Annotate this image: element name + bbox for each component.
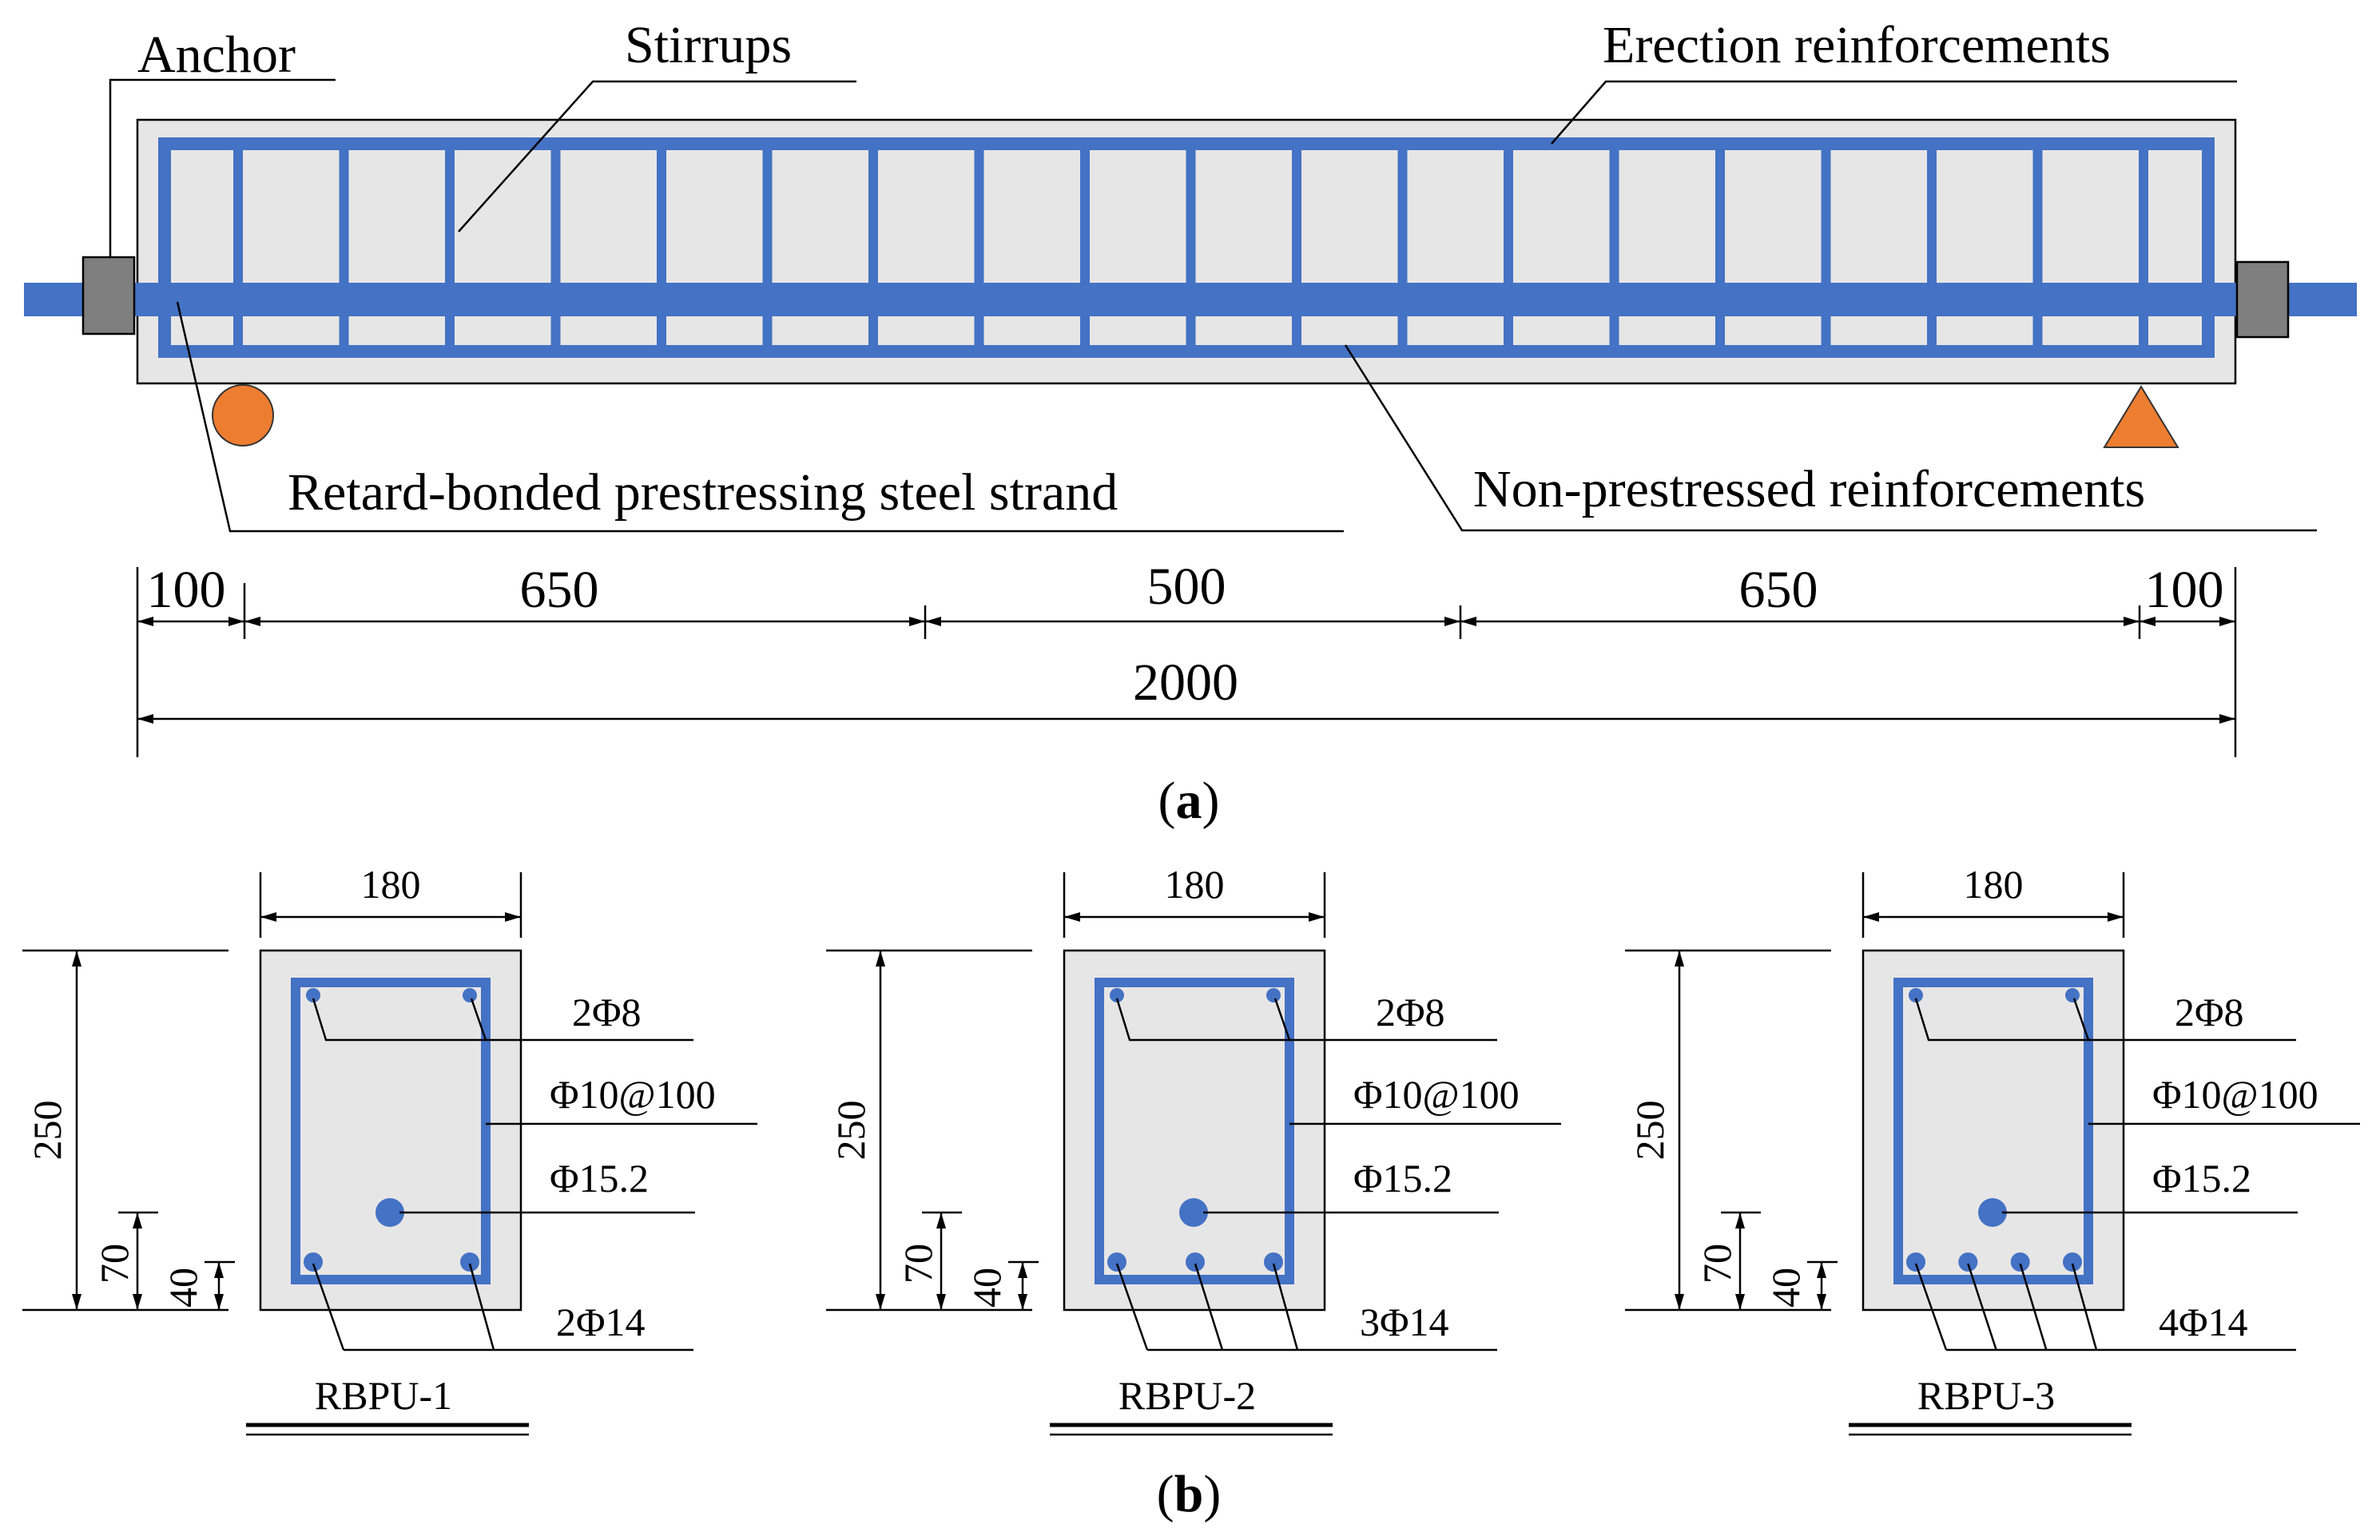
top-bars-label: 2Φ8 [572, 990, 642, 1034]
bottom-bar-leader [1272, 1263, 1299, 1351]
top-bar-leader [2072, 998, 2090, 1041]
caption-a: (a) [1158, 772, 1220, 830]
section-concrete [1063, 949, 1326, 1312]
top-bar-leader [1115, 998, 1497, 1042]
dimension-lines [136, 567, 2237, 757]
bottom-bar-leader [1914, 1263, 1948, 1351]
anchor-label: Anchor [137, 26, 296, 84]
beam-elevation: Anchor Stirrups Erection reinforcements … [24, 16, 2357, 830]
anchor-right [2235, 260, 2290, 339]
stirrups-label: Stirrups [625, 16, 792, 74]
caption-b: (b) [1157, 1465, 1222, 1523]
top-bar [306, 988, 320, 1002]
strand-bar [1978, 1198, 2007, 1227]
top-bars-label: 2Φ8 [1376, 990, 1445, 1034]
top-bar [463, 988, 477, 1002]
dim-total-length: 2000 [1133, 653, 1238, 712]
prestressing-strand [24, 283, 2357, 316]
dim-shear-span-left: 650 [520, 561, 599, 619]
erection-leader [1551, 80, 2237, 145]
top-bar [1266, 988, 1281, 1002]
section-stirrup [1893, 978, 2093, 1284]
top-bar [1110, 988, 1124, 1002]
section-height-label: 250 [828, 1101, 873, 1161]
top-bar-leader [312, 998, 693, 1042]
section-stirrup [1095, 978, 1294, 1284]
bottom-bar [2010, 1252, 2030, 1272]
dim-pure-bending-span: 500 [1147, 558, 1226, 616]
bottom-bar [304, 1252, 323, 1272]
section-concrete [259, 949, 522, 1312]
cover-label: 40 [1763, 1268, 1808, 1308]
section-height-label: 250 [25, 1101, 70, 1161]
dim-left-overhang: 100 [147, 561, 226, 619]
strand-depth-label: 70 [92, 1244, 137, 1284]
section-height-label: 250 [1627, 1101, 1672, 1161]
strand-spec-label: Φ15.2 [1353, 1156, 1452, 1201]
stirrup-label: Φ10@100 [2152, 1072, 2318, 1117]
bottom-bars-label: 2Φ14 [556, 1300, 646, 1344]
stirrup-label: Φ10@100 [550, 1072, 716, 1117]
bottom-bars-label: 4Φ14 [2159, 1300, 2248, 1344]
strand-label: Retard-bonded prestressing steel strand [288, 463, 1118, 522]
section-name: RBPU-3 [1917, 1373, 2055, 1418]
reinforcement-cage [158, 137, 2215, 358]
strand-spec-label: Φ15.2 [2152, 1156, 2251, 1201]
section-width-label: 180 [1165, 862, 1225, 907]
anchor-left [81, 256, 136, 335]
strand-depth-label: 70 [1695, 1244, 1739, 1284]
top-bar-leader [1273, 998, 1291, 1041]
top-bars-label: 2Φ8 [2175, 990, 2244, 1034]
stirrup-label: Φ10@100 [1353, 1072, 1520, 1117]
bottom-bar [1906, 1252, 1925, 1272]
strand-bar [1179, 1198, 1208, 1227]
strand-bar [375, 1198, 404, 1227]
bottom-bar-leader [312, 1263, 345, 1351]
section-stirrup [291, 978, 491, 1284]
bottom-bar-leader [2071, 1263, 2098, 1351]
erection-label: Erection reinforcements [1603, 16, 2111, 74]
bottom-bar-leader [1967, 1263, 1997, 1351]
section-concrete [1861, 949, 2125, 1312]
bottom-bar [460, 1252, 479, 1272]
anchor-leader [109, 78, 336, 257]
stirrups-group [233, 144, 2148, 351]
dim-shear-span-right: 650 [1739, 561, 1818, 619]
cover-label: 40 [161, 1268, 205, 1308]
pin-support [2103, 385, 2179, 448]
top-bar [2065, 988, 2080, 1002]
dim-right-overhang: 100 [2145, 561, 2224, 619]
roller-support [212, 384, 274, 447]
bottom-bars-label: 3Φ14 [1360, 1300, 1449, 1344]
nonprestressed-label: Non-prestressed reinforcements [1473, 460, 2145, 518]
stirrups-leader [458, 80, 856, 232]
section-width-label: 180 [1964, 862, 2024, 907]
nonprestressed-leader [1344, 344, 2317, 532]
bottom-bar [1107, 1252, 1126, 1272]
bottom-bar [1186, 1252, 1205, 1272]
top-bar [1909, 988, 1923, 1002]
bottom-bar-leader [2019, 1263, 2048, 1351]
strand-leader [176, 301, 1344, 533]
bottom-bar-leader [1115, 1263, 1149, 1351]
strand-spec-label: Φ15.2 [550, 1156, 649, 1201]
strand-depth-label: 70 [896, 1244, 940, 1284]
bottom-bar-leader [1194, 1263, 1224, 1351]
section-name: RBPU-1 [315, 1373, 452, 1418]
section-width-label: 180 [361, 862, 421, 907]
bottom-bar [1264, 1252, 1283, 1272]
bottom-bar [1958, 1252, 1978, 1272]
top-bar-leader [1914, 998, 2296, 1042]
cover-label: 40 [964, 1268, 1009, 1308]
bottom-bar [2063, 1252, 2082, 1272]
bottom-bar-leader [468, 1263, 495, 1351]
section-name: RBPU-2 [1118, 1373, 1256, 1418]
top-bar-leader [470, 998, 487, 1041]
